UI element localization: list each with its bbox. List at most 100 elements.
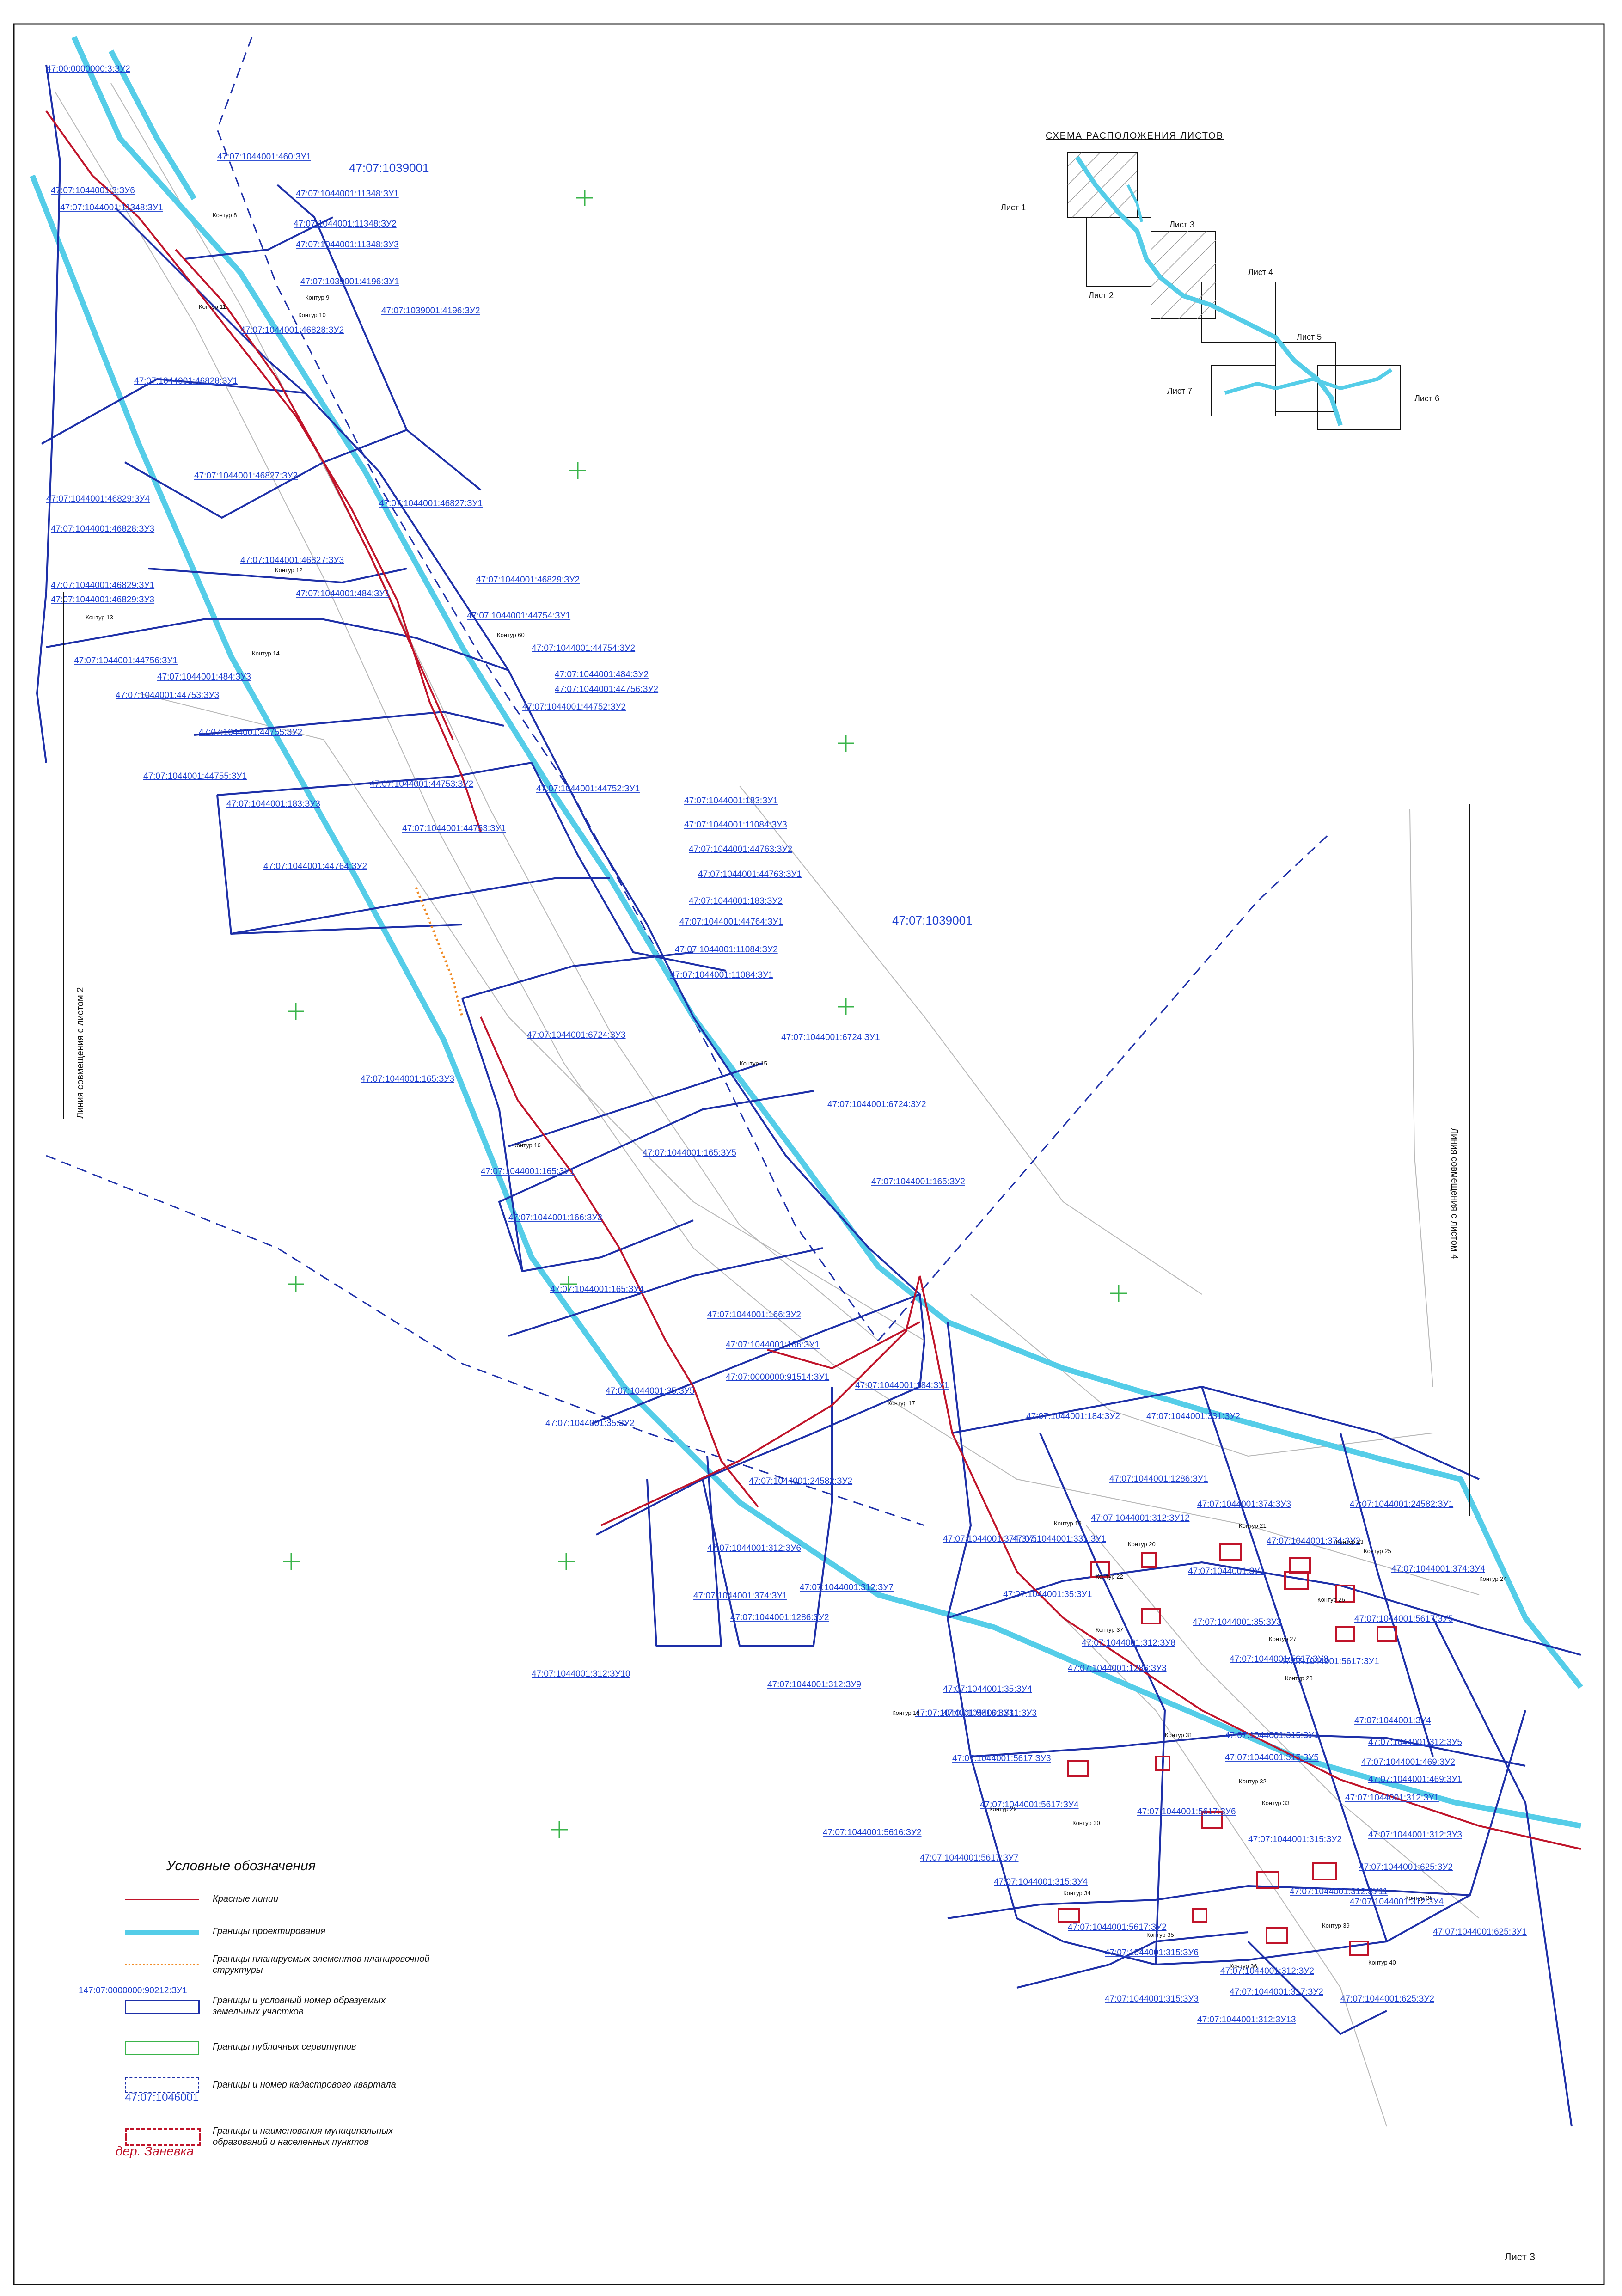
contour-label[interactable]: Контур 12: [275, 567, 303, 574]
parcel-label[interactable]: 47:07:1044001:35:ЗУ2: [545, 1419, 634, 1428]
parcel-label[interactable]: 47:07:1044001:315:ЗУ5: [1225, 1753, 1319, 1763]
parcel-label[interactable]: 47:07:1044001:44764:ЗУ2: [263, 862, 367, 871]
parcel-label[interactable]: 47:07:1044001:ЗУ4: [1354, 1716, 1431, 1726]
parcel-label[interactable]: 47:07:1044001:315:ЗУ6: [1105, 1948, 1199, 1958]
parcel-label[interactable]: 47:07:1044001:315:ЗУ1: [1225, 1731, 1319, 1740]
contour-label[interactable]: Контур 16: [513, 1142, 541, 1149]
parcel-label[interactable]: 47:07:1044001:ЗУ1: [1188, 1567, 1265, 1576]
parcel-label[interactable]: 47:07:1044001:312:ЗУ4: [1350, 1897, 1444, 1907]
parcel-label[interactable]: 47:07:1044001:484:ЗУ3: [157, 672, 251, 682]
parcel-label[interactable]: 47:07:1044001:312:ЗУ12: [1091, 1513, 1190, 1523]
parcel-label[interactable]: 47:07:1044001:44753:ЗУ2: [370, 779, 473, 789]
parcel-label[interactable]: 47:07:1044001:11348:ЗУ3: [296, 240, 399, 250]
contour-label[interactable]: Контур 14: [252, 650, 280, 657]
parcel-label[interactable]: 47:07:1044001:46828:ЗУ2: [240, 325, 344, 335]
contour-label[interactable]: Контур 25: [1364, 1548, 1391, 1555]
contour-label[interactable]: Контур 30: [1072, 1819, 1100, 1826]
contour-label[interactable]: Контур 15: [740, 1060, 767, 1067]
parcel-label[interactable]: 47:07:1044001:44755:ЗУ1: [143, 771, 247, 781]
parcel-label[interactable]: 47:07:1044001:5617:ЗУ2: [1068, 1923, 1167, 1932]
contour-label[interactable]: Контур 10: [298, 312, 326, 318]
parcel-label[interactable]: 47:00:0000000:3:ЗУ2: [46, 64, 130, 74]
parcel-label[interactable]: 47:07:1044001:166:ЗУ2: [707, 1310, 801, 1320]
parcel-label[interactable]: 47:07:1044001:46829:ЗУ4: [46, 494, 150, 504]
parcel-label[interactable]: 47:07:1044001:11084:ЗУ2: [675, 945, 778, 955]
parcel-label[interactable]: 47:07:1044001:44763:ЗУ1: [698, 869, 802, 879]
parcel-label[interactable]: 47:07:1044001:35:ЗУ4: [943, 1684, 1032, 1694]
contour-label[interactable]: Контур 34: [1063, 1890, 1091, 1897]
parcel-label[interactable]: 47:07:1044001:35:ЗУ5: [606, 1386, 694, 1396]
contour-label[interactable]: Контур 21: [1239, 1522, 1267, 1529]
contour-label[interactable]: Контур 26: [1317, 1596, 1345, 1603]
parcel-label[interactable]: 47:07:1044001:35:ЗУ3: [1193, 1617, 1281, 1627]
parcel-label[interactable]: 47:07:1044001:312:ЗУ2: [1220, 1966, 1314, 1976]
parcel-label[interactable]: 47:07:1044001:625:ЗУ2: [1359, 1862, 1453, 1872]
contour-label[interactable]: Контур 40: [1368, 1959, 1396, 1966]
parcel-label[interactable]: 47:07:1044001:469:ЗУ2: [1361, 1757, 1455, 1767]
parcel-label[interactable]: 47:07:1044001:5617:ЗУ4: [980, 1800, 1079, 1810]
parcel-label[interactable]: 47:07:1044001:5617:ЗУ1: [1280, 1657, 1379, 1666]
parcel-label[interactable]: 47:07:1044001:24582:ЗУ1: [1350, 1500, 1453, 1509]
parcel-label[interactable]: 47:07:1044001:46829:ЗУ3: [51, 595, 154, 605]
parcel-label[interactable]: 47:07:1044001:312:ЗУ6: [707, 1543, 801, 1553]
parcel-label[interactable]: 47:07:1044001:1286:ЗУ1: [1109, 1474, 1208, 1484]
parcel-label[interactable]: 47:07:1044001:312:ЗУ5: [1368, 1738, 1462, 1747]
parcel-label[interactable]: 47:07:1044001:46828:ЗУ1: [134, 376, 238, 386]
parcel-label[interactable]: 47:07:1044001:11348:ЗУ1: [296, 189, 399, 199]
contour-label[interactable]: Контур 32: [1239, 1778, 1267, 1785]
parcel-label[interactable]: 47:07:1044001:5617:ЗУ7: [920, 1853, 1019, 1863]
parcel-label[interactable]: 47:07:1044001:374:ЗУ1: [693, 1591, 787, 1601]
contour-label[interactable]: Контур 31: [1165, 1732, 1193, 1739]
parcel-label[interactable]: 47:07:1044001:312:ЗУ8: [1082, 1638, 1175, 1648]
contour-label[interactable]: Контур 39: [1322, 1922, 1350, 1929]
parcel-label[interactable]: 47:07:1044001:44756:ЗУ2: [555, 685, 658, 694]
parcel-label[interactable]: 47:07:1044001:5616:ЗУ2: [823, 1828, 922, 1837]
contour-label[interactable]: Контур 8: [213, 212, 237, 219]
parcel-label[interactable]: 47:07:1044001:44754:ЗУ1: [467, 611, 570, 621]
parcel-label[interactable]: 47:07:1044001:374:ЗУ2: [1267, 1537, 1360, 1546]
parcel-label[interactable]: 47:07:1044001:374:ЗУ3: [1197, 1500, 1291, 1509]
parcel-label[interactable]: 47:07:1044001:11348:ЗУ1: [60, 203, 163, 213]
parcel-label[interactable]: 47:07:1044001:484:ЗУ1: [296, 589, 390, 599]
parcel-label[interactable]: 47:07:1044001:44752:ЗУ2: [522, 702, 626, 712]
contour-label[interactable]: Контур 29: [989, 1806, 1017, 1812]
parcel-label[interactable]: 47:07:1039001:4196:ЗУ2: [381, 306, 480, 316]
contour-label[interactable]: Контур 27: [1269, 1635, 1297, 1642]
contour-label[interactable]: Контур 9: [305, 294, 330, 301]
parcel-label[interactable]: 47:07:1044001:315:ЗУ3: [1105, 1994, 1199, 2004]
parcel-label[interactable]: 47:07:1044001:625:ЗУ1: [1433, 1927, 1527, 1937]
parcel-label[interactable]: 47:07:1044001:24582:ЗУ2: [749, 1476, 852, 1486]
contour-label[interactable]: Контур 18: [892, 1709, 920, 1716]
parcel-label[interactable]: 47:07:1044001:331:ЗУ2: [1146, 1412, 1240, 1421]
parcel-label[interactable]: 47:07:1044001:44755:ЗУ2: [199, 728, 302, 737]
parcel-label[interactable]: 47:07:1044001:6724:ЗУ3: [527, 1030, 626, 1040]
contour-label[interactable]: Контур 28: [1285, 1675, 1313, 1682]
parcel-label[interactable]: 47:07:1044001:312:ЗУ9: [767, 1680, 861, 1690]
parcel-label[interactable]: 47:07:1044001:312:ЗУ1: [1345, 1793, 1439, 1803]
parcel-label[interactable]: 47:07:1044001:11348:ЗУ2: [294, 219, 397, 229]
contour-label[interactable]: Контур 24: [1479, 1575, 1507, 1582]
parcel-label[interactable]: 47:07:1044001:312:ЗУ3: [1368, 1830, 1462, 1840]
parcel-label[interactable]: 47:07:1044001:165:ЗУ1: [481, 1167, 575, 1176]
key-map[interactable]: СХЕМА РАСПОЛОЖЕНИЯ ЛИСТОВ Лист 1 Лист 2 …: [1001, 131, 1439, 430]
parcel-label[interactable]: 47:07:1044001:165:ЗУ2: [871, 1177, 965, 1187]
parcel-label[interactable]: 47:07:1044001:44763:ЗУ2: [689, 845, 792, 854]
parcel-label[interactable]: 47:07:1044001:44753:ЗУ1: [402, 824, 506, 833]
parcel-label[interactable]: 47:07:1044001:11084:ЗУ3: [684, 820, 787, 830]
parcel-label[interactable]: 47:07:1044001:1286:ЗУ3: [1068, 1664, 1167, 1673]
parcel-label[interactable]: 47:07:1044001:44756:ЗУ1: [74, 656, 178, 666]
parcel-label[interactable]: 47:07:1039001:4196:ЗУ1: [300, 277, 399, 287]
parcel-label[interactable]: 47:07:1044001:6724:ЗУ2: [827, 1100, 926, 1109]
parcel-label[interactable]: 47:07:1044001:469:ЗУ1: [1368, 1775, 1462, 1784]
parcel-label[interactable]: 47:07:1044001:315:ЗУ4: [994, 1877, 1088, 1887]
parcel-label[interactable]: 47:07:1044001:6724:ЗУ1: [781, 1033, 880, 1042]
parcel-label[interactable]: 47:07:1044001:44753:ЗУ3: [116, 691, 219, 700]
parcel-label[interactable]: 47:07:1044001:374:ЗУ5: [943, 1534, 1037, 1544]
parcel-label[interactable]: 47:07:1044001:35:ЗУ1: [1003, 1590, 1092, 1599]
contour-label[interactable]: Контур 17: [888, 1400, 915, 1407]
parcel-label[interactable]: 47:07:1044001:165:ЗУ4: [550, 1285, 644, 1294]
parcel-label[interactable]: 47:07:1044001:166:ЗУ1: [726, 1340, 820, 1350]
parcel-label[interactable]: 47:07:1044001:184:ЗУ2: [1026, 1412, 1120, 1421]
contour-label[interactable]: Контур 11: [199, 303, 226, 310]
